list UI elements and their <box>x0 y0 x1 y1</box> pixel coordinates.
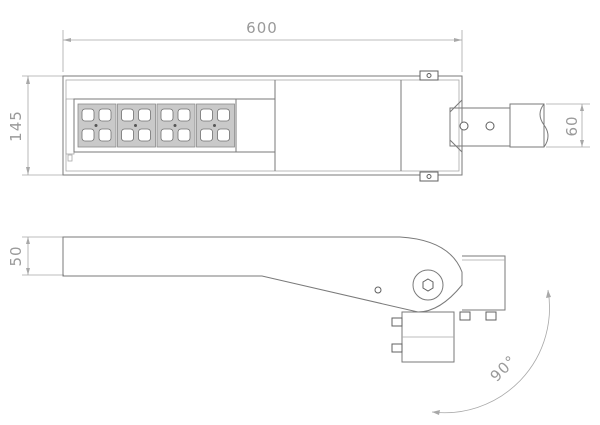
led-chip <box>177 108 191 122</box>
height-dimension-top: 145 <box>7 75 66 176</box>
led-chip <box>98 128 112 142</box>
tilt-angle-dimension: 90° <box>431 289 551 415</box>
height-dimension-top-label: 145 <box>7 110 25 142</box>
led-chip <box>160 108 174 122</box>
pole-dimension-label: 60 <box>563 115 581 136</box>
led-chip <box>138 128 151 142</box>
screw-icon <box>374 286 382 294</box>
bolt-icon <box>485 311 497 321</box>
led-chip <box>217 128 230 142</box>
led-module-screw <box>94 124 98 127</box>
pole-dimension: 60 <box>546 103 590 148</box>
led-module-screw <box>173 124 177 127</box>
led-module-screw <box>134 124 137 127</box>
led-chip <box>217 108 230 122</box>
led-module-array <box>77 103 235 148</box>
bolt-icon <box>485 121 495 131</box>
led-chip <box>138 108 151 122</box>
led-chip <box>200 108 213 122</box>
bolt-icon <box>459 311 471 321</box>
side-view <box>62 236 506 363</box>
length-dimension-label: 600 <box>246 19 278 37</box>
tilt-angle-label: 90° <box>487 352 521 386</box>
led-chip <box>121 108 134 122</box>
length-dimension: 600 <box>62 19 463 72</box>
led-module-screw <box>213 124 216 127</box>
height-dimension-side-label: 50 <box>7 245 25 266</box>
led-chip <box>160 128 174 142</box>
led-chip <box>81 128 95 142</box>
bolt-icon <box>391 317 403 327</box>
height-dimension-side: 50 <box>7 236 64 276</box>
bolt-icon <box>459 121 469 131</box>
led-chip <box>200 128 213 142</box>
led-chip <box>177 128 191 142</box>
led-chip <box>81 108 95 122</box>
pivot-bolt-icon <box>422 278 434 292</box>
top-view <box>62 70 549 182</box>
led-chip <box>98 108 112 122</box>
bolt-icon <box>391 343 403 353</box>
led-chip <box>121 128 134 142</box>
